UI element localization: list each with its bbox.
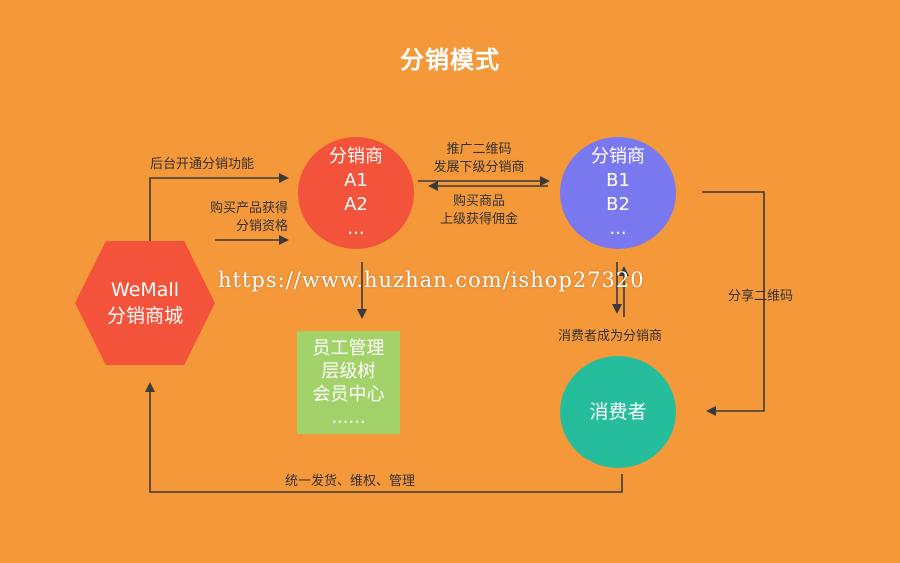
node-distributor-a: 分销商 A1 A2 ...: [298, 137, 414, 249]
label-become-distributor: 消费者成为分销商: [558, 329, 663, 344]
node-wemall-line-1: WeMall: [111, 279, 179, 301]
node-b-line-3: B2: [606, 194, 630, 215]
features-line-2: 层级树: [321, 360, 376, 382]
label-buy-product: 购买产品获得 分销资格: [188, 200, 288, 236]
label-buy-product-line-1: 购买产品获得: [209, 201, 288, 216]
label-promote-line-1: 推广二维码: [446, 142, 512, 157]
features-line-4: ......: [331, 406, 366, 428]
node-a-line-4: ...: [347, 218, 365, 239]
node-a-line-3: A2: [344, 194, 368, 215]
node-b-line-4: ...: [609, 218, 627, 239]
label-buy-goods-line-2: 上级获得佣金: [439, 212, 518, 227]
node-a-line-1: 分销商: [329, 146, 383, 167]
label-buy-goods-line-1: 购买商品: [452, 194, 505, 209]
node-b-line-1: 分销商: [591, 146, 645, 167]
node-consumer-label: 消费者: [589, 401, 647, 423]
node-a-line-2: A1: [344, 170, 368, 191]
node-consumer: 消费者: [560, 356, 676, 468]
node-distributor-b: 分销商 B1 B2 ...: [560, 137, 676, 249]
node-wemall: WeMall 分销商城: [75, 241, 215, 365]
label-buy-goods: 购买商品 上级获得佣金: [420, 193, 538, 229]
features-line-1: 员工管理: [312, 337, 385, 359]
label-buy-product-line-2: 分销资格: [235, 219, 288, 234]
arrow-open-function: [149, 173, 289, 243]
label-share-qr: 分享二维码: [728, 289, 794, 304]
diagram-title: 分销模式: [400, 46, 500, 74]
watermark-url: https://www.huzhan.com/ishop27320: [218, 268, 645, 292]
label-open-function: 后台开通分销功能: [150, 157, 255, 172]
node-features: 员工管理 层级树 会员中心 ......: [297, 331, 400, 434]
features-line-3: 会员中心: [312, 383, 385, 405]
node-b-line-2: B1: [606, 170, 630, 191]
node-wemall-line-2: 分销商城: [106, 305, 183, 327]
label-promote-line-2: 发展下级分销商: [433, 160, 525, 175]
arrow-bottom-loop: [145, 382, 623, 493]
arrow-share-qr: [702, 191, 765, 416]
label-promote: 推广二维码 发展下级分销商: [420, 141, 538, 177]
label-bottom-loop: 统一发货、维权、管理: [285, 474, 416, 489]
